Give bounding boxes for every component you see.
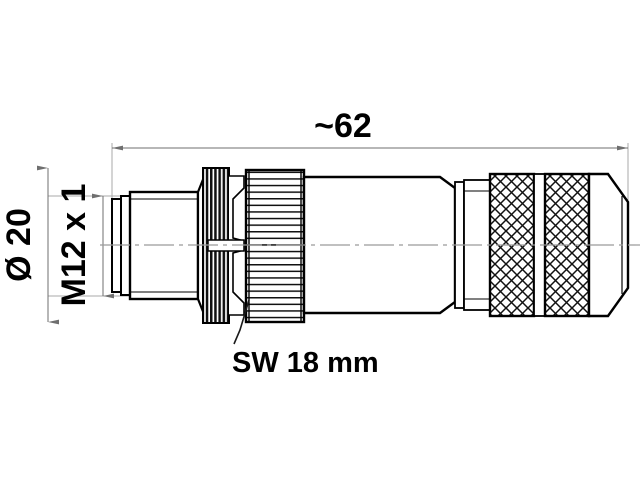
wrench-size-label: SW 18 mm xyxy=(232,347,379,379)
hex-coupling-nut xyxy=(244,168,306,324)
outer-diameter-label: Ø 20 xyxy=(0,208,38,282)
overall-length-label: ~62 xyxy=(314,107,372,145)
dimension-outer-diameter: Ø 20 xyxy=(0,165,59,325)
sw18-leader-line xyxy=(233,299,250,345)
dimension-thread: M12 x 1 xyxy=(55,184,114,307)
thread-label: M12 x 1 xyxy=(55,184,93,307)
dimension-overall-length: ~62 xyxy=(112,107,628,151)
leader-sw18: SW 18 mm xyxy=(232,299,379,379)
